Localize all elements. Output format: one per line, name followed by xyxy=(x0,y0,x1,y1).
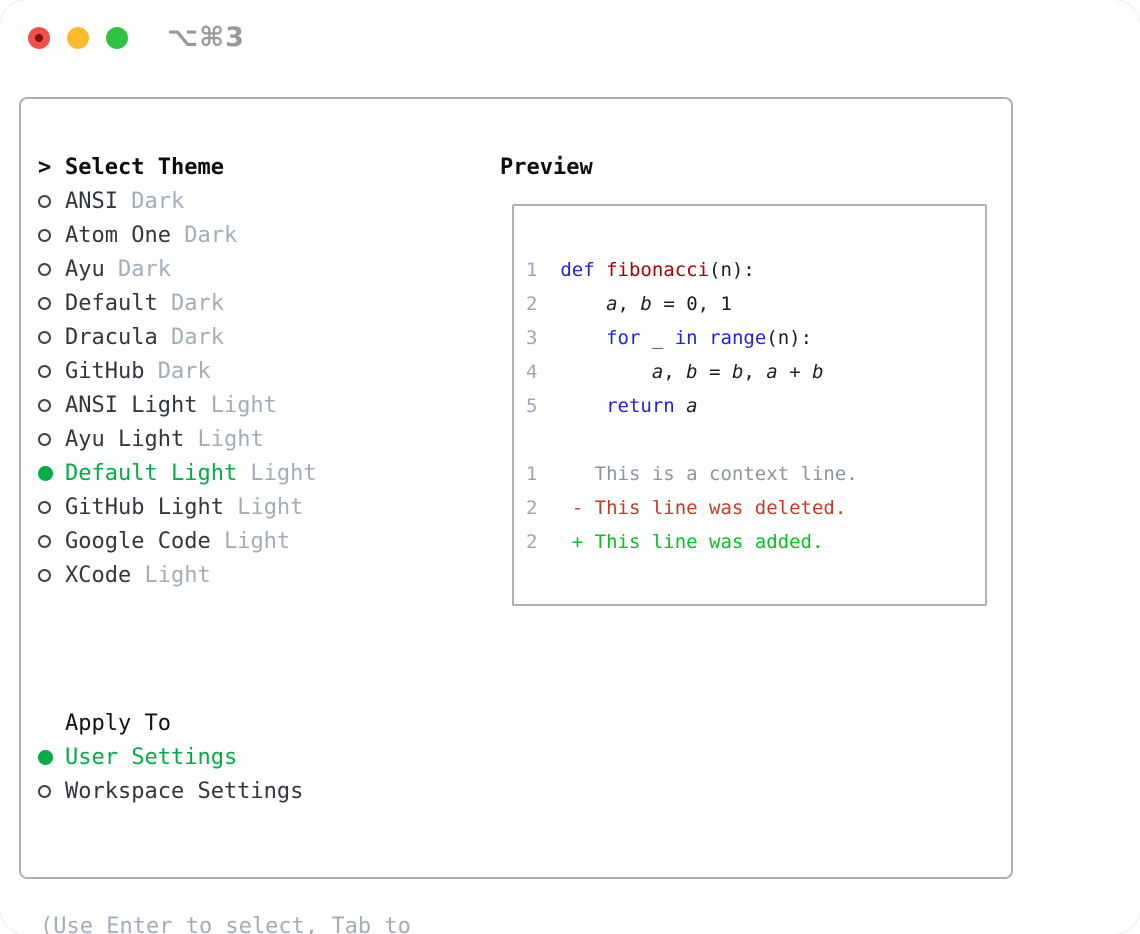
radio-icon xyxy=(38,330,51,344)
help-text: (Use Enter to select, Tab to change focu… xyxy=(40,842,411,934)
theme-item-github-light-label: GitHub Light Light xyxy=(65,494,304,520)
theme-item-ansi-light[interactable]: ANSI Light Light xyxy=(38,388,317,422)
theme-item-ansi[interactable]: ANSI Dark xyxy=(38,184,317,218)
theme-item-ansi-light-label: ANSI Light Light xyxy=(65,392,277,418)
apply-to-heading: Apply To xyxy=(65,710,171,736)
theme-item-github[interactable]: GitHub Dark xyxy=(38,354,317,388)
window-title-shortcut: ⌥⌘3 xyxy=(167,22,245,53)
preview-heading: Preview xyxy=(500,154,593,180)
radio-icon xyxy=(38,296,51,310)
preview-line-7: 1 This is a context line. xyxy=(526,463,858,485)
theme-item-dracula[interactable]: Dracula Dark xyxy=(38,320,317,354)
close-button[interactable] xyxy=(28,27,50,49)
theme-item-ayu-light-label: Ayu Light Light xyxy=(65,426,264,452)
radio-icon xyxy=(38,784,51,798)
preview-line-8: 2 - This line was deleted. xyxy=(526,497,847,519)
preview-line-5: 5 return a xyxy=(526,395,698,417)
apply-option-user-settings[interactable]: User Settings xyxy=(38,740,303,774)
line-number: 5 xyxy=(526,395,538,417)
theme-item-google-code-label: Google Code Light xyxy=(65,528,291,554)
apply-option-user-settings-label: User Settings xyxy=(65,744,238,770)
preview-line-6 xyxy=(526,423,858,457)
radio-icon xyxy=(38,262,51,276)
theme-item-xcode-label: XCode Light xyxy=(65,562,211,588)
radio-icon xyxy=(38,194,51,208)
help-line-1: (Use Enter to select, Tab to xyxy=(40,914,411,934)
theme-item-ayu-label: Ayu Dark xyxy=(65,256,171,282)
minimize-button[interactable] xyxy=(67,27,89,49)
preview-line-4: 4 a, b = b, a + b xyxy=(526,361,824,383)
radio-selected-icon xyxy=(38,465,53,481)
radio-icon xyxy=(38,568,51,582)
select-theme-heading: Select Theme xyxy=(65,154,224,180)
theme-item-default-light[interactable]: Default Light Light xyxy=(38,456,317,490)
apply-option-workspace-settings[interactable]: Workspace Settings xyxy=(38,774,303,808)
radio-icon xyxy=(38,432,51,446)
theme-item-github-label: GitHub Dark xyxy=(65,358,211,384)
line-number: 2 xyxy=(526,531,538,553)
theme-item-github-light[interactable]: GitHub Light Light xyxy=(38,490,317,524)
theme-item-atom-one[interactable]: Atom One Dark xyxy=(38,218,317,252)
preview-line-3: 3 for _ in range(n): xyxy=(526,327,813,349)
line-number: 1 xyxy=(526,463,538,485)
theme-item-ayu[interactable]: Ayu Dark xyxy=(38,252,317,286)
apply-option-workspace-settings-label: Workspace Settings xyxy=(65,778,304,804)
theme-list-header-row: > Select Theme xyxy=(38,150,317,184)
theme-item-default-light-label: Default Light Light xyxy=(65,460,317,486)
theme-item-google-code[interactable]: Google Code Light xyxy=(38,524,317,558)
cursor-chevron-icon: > xyxy=(38,154,52,180)
theme-item-atom-one-label: Atom One Dark xyxy=(65,222,238,248)
radio-icon xyxy=(38,228,51,242)
theme-item-ansi-label: ANSI Dark xyxy=(65,188,185,214)
radio-icon xyxy=(38,500,51,514)
zoom-button[interactable] xyxy=(106,27,128,49)
theme-item-dracula-label: Dracula Dark xyxy=(65,324,224,350)
theme-item-xcode[interactable]: XCode Light xyxy=(38,558,317,592)
radio-icon xyxy=(38,398,51,412)
theme-item-default-label: Default Dark xyxy=(65,290,224,316)
preview-line-2: 2 a, b = 0, 1 xyxy=(526,293,732,315)
line-number: 2 xyxy=(526,497,538,519)
theme-item-ayu-light[interactable]: Ayu Light Light xyxy=(38,422,317,456)
radio-selected-icon xyxy=(38,749,53,765)
line-number: 1 xyxy=(526,259,538,281)
radio-icon xyxy=(38,364,51,378)
line-number: 2 xyxy=(526,293,538,315)
line-number: 3 xyxy=(526,327,538,349)
preview-line-9: 2 + This line was added. xyxy=(526,531,824,553)
apply-to-header-row: Apply To xyxy=(38,706,303,740)
line-number: 4 xyxy=(526,361,538,383)
radio-icon xyxy=(38,534,51,548)
theme-item-default[interactable]: Default Dark xyxy=(38,286,317,320)
